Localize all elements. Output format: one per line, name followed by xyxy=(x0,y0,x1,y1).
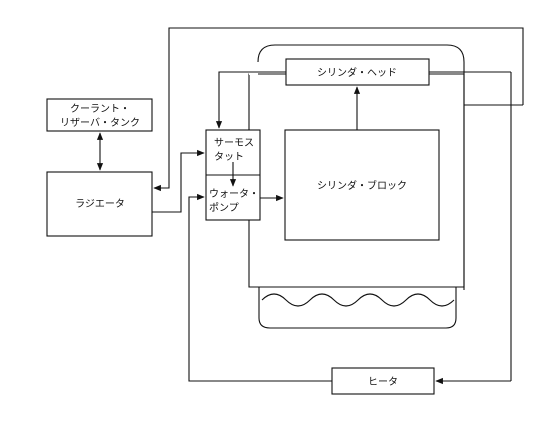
water-pump-label-2: ポンプ xyxy=(209,202,239,214)
head-to-thermostat-line xyxy=(215,71,286,129)
thermostat-label-2: タット xyxy=(214,151,244,163)
coolant-reservoir-label-2: リザーバ・タンク xyxy=(60,117,140,129)
cylinder-head-box xyxy=(285,58,430,86)
radiator-box xyxy=(46,171,153,237)
coolant-reservoir-box xyxy=(46,98,153,132)
cylinder-block-box xyxy=(284,129,440,241)
oil-level-wave xyxy=(261,293,455,307)
engine-outline xyxy=(257,44,465,290)
heater-label: ヒータ xyxy=(368,376,398,388)
heater-return-line xyxy=(188,193,332,382)
cylinder-block-label: シリンダ・ブロック xyxy=(317,179,407,192)
cylinder-head-label: シリンダ・ヘッド xyxy=(317,66,397,79)
radiator-label: ラジエータ xyxy=(75,198,125,210)
radiator-to-thermostat-line xyxy=(152,149,205,213)
thermostat-label-1: サーモス xyxy=(214,137,254,149)
water-pump-label-1: ウォータ・ xyxy=(209,188,259,200)
bypass-to-radiator-line xyxy=(153,27,524,192)
oil-pan xyxy=(258,287,457,329)
heater-box xyxy=(331,367,435,395)
coolant-reservoir-label-1: クーラント・ xyxy=(70,103,130,115)
